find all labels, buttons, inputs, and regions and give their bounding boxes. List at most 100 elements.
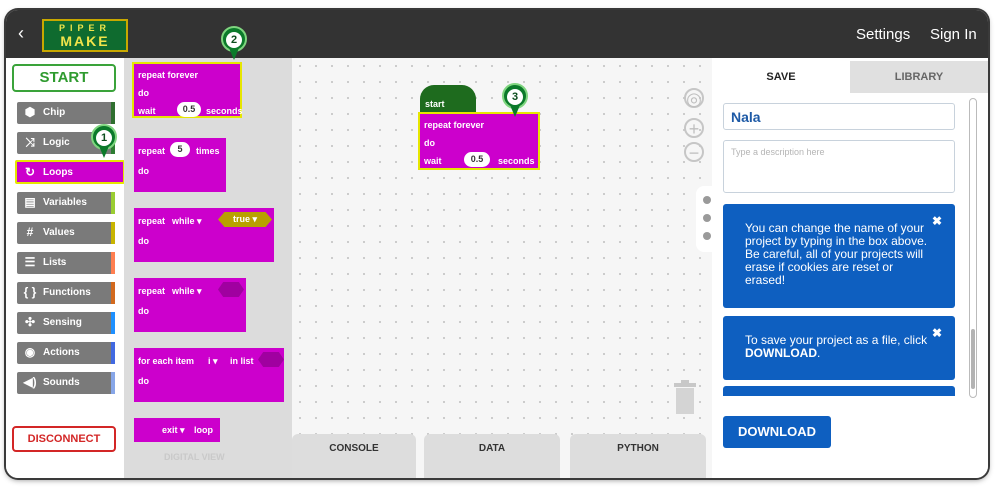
category-sidebar: START ⬢ Chip ⤨ Logic ↻ Loops ▤ Variables…	[6, 58, 125, 478]
project-panel: SAVE LIBRARY Nala Type a description her…	[712, 58, 988, 478]
flyout-for-each-block[interactable]: for each item i ▾ in list do	[134, 348, 284, 402]
category-label: Functions	[43, 287, 91, 298]
category-color-stripe	[111, 372, 115, 394]
download-button[interactable]: DOWNLOAD	[723, 416, 831, 448]
list-slot[interactable]	[258, 352, 284, 367]
category-variables[interactable]: ▤ Variables	[17, 192, 115, 214]
flyout-repeat-while-true-block[interactable]: repeat while ▾ true ▾ do	[134, 208, 274, 262]
target-icon: ◉	[24, 345, 36, 359]
annotation-marker-2: 2	[221, 26, 247, 62]
zoom-out-icon[interactable]: −	[684, 142, 704, 162]
category-loops[interactable]: ↻ Loops	[15, 160, 125, 184]
category-label: Chip	[43, 107, 66, 118]
empty-condition-slot[interactable]	[218, 282, 244, 297]
disconnect-button[interactable]: DISCONNECT	[12, 426, 116, 452]
message-text-prefix: To save your project as a file, click	[745, 333, 928, 347]
category-color-stripe	[111, 192, 115, 214]
block-label: loop	[194, 425, 213, 435]
message-text: To save your project as a file, click DO…	[745, 334, 929, 360]
info-message-download: To save your project as a file, click DO…	[723, 316, 955, 380]
workspace-repeat-forever-block[interactable]: repeat forever do wait 0.5 seconds	[418, 112, 540, 170]
recenter-icon[interactable]: ◎	[684, 88, 704, 108]
tab-library[interactable]: LIBRARY	[850, 61, 988, 93]
true-boolean-dropdown[interactable]: true ▾	[218, 212, 272, 227]
repeat-count-input[interactable]: 5	[170, 142, 190, 157]
message-text-suffix: .	[817, 346, 821, 360]
wait-seconds-input[interactable]: 0.5	[177, 102, 201, 117]
zoom-in-icon[interactable]: +	[684, 118, 704, 138]
shuffle-icon: ⤨	[25, 135, 35, 149]
category-label: Sounds	[43, 377, 80, 388]
category-label: Lists	[43, 257, 67, 268]
hexagon-icon: ⬢	[24, 105, 36, 119]
block-label: do	[138, 166, 149, 176]
close-icon[interactable]: ✖	[931, 326, 942, 340]
block-label: do	[138, 306, 149, 316]
logo-text-top: PIPER	[58, 23, 111, 33]
info-message-name: You can change the name of your project …	[723, 204, 955, 308]
category-values[interactable]: # Values	[17, 222, 115, 244]
block-label: repeat forever	[424, 120, 485, 130]
start-button[interactable]: START	[12, 64, 116, 92]
block-label: do	[138, 88, 149, 98]
block-label: do	[138, 376, 149, 386]
category-color-stripe	[111, 312, 115, 334]
top-bar: ‹ PIPER MAKE Settings Sign In	[6, 10, 988, 58]
item-variable-dropdown[interactable]: i ▾	[208, 356, 218, 366]
block-label: seconds	[498, 156, 535, 166]
block-label: start	[425, 99, 445, 109]
hash-icon: #	[26, 225, 34, 239]
flyout-repeat-while-block[interactable]: repeat while ▾ do	[134, 278, 246, 332]
annotation-marker-3: 3	[502, 83, 528, 119]
code-workspace[interactable]: start repeat forever do wait 0.5 seconds…	[292, 58, 712, 478]
block-label: repeat	[138, 146, 166, 156]
tab-python[interactable]: PYTHON	[570, 434, 706, 478]
category-actions[interactable]: ◉ Actions	[17, 342, 115, 364]
category-chip[interactable]: ⬢ Chip	[17, 102, 115, 124]
category-sounds[interactable]: ◀) Sounds	[17, 372, 115, 394]
project-description-input[interactable]: Type a description here	[723, 140, 955, 193]
loop-icon: ↻	[24, 165, 36, 179]
category-sensing[interactable]: ✣ Sensing	[17, 312, 115, 334]
panel-scrollbar[interactable]	[969, 98, 977, 398]
marker-number: 3	[507, 89, 523, 105]
category-color-stripe	[111, 282, 115, 304]
handle-dot	[703, 232, 711, 240]
block-label: for each item	[138, 356, 195, 366]
annotation-marker-1: 1	[91, 124, 117, 160]
while-dropdown[interactable]: while ▾	[172, 216, 202, 226]
settings-link[interactable]: Settings	[856, 26, 911, 43]
message-text-bold: DOWNLOAD	[745, 346, 817, 360]
piper-make-logo[interactable]: PIPER MAKE	[42, 19, 128, 52]
tab-data[interactable]: DATA	[424, 434, 560, 478]
project-name-input[interactable]: Nala	[723, 103, 955, 130]
exit-dropdown[interactable]: exit ▾	[162, 425, 185, 435]
category-lists[interactable]: ☰ Lists	[17, 252, 115, 274]
block-label: wait	[138, 106, 156, 116]
variable-box-icon: ▤	[24, 195, 36, 209]
start-event-block[interactable]: start	[420, 85, 476, 117]
close-icon[interactable]: ✖	[931, 214, 942, 228]
wait-seconds-input[interactable]: 0.5	[464, 152, 490, 167]
block-label: wait	[424, 156, 442, 166]
category-label: Values	[43, 227, 75, 238]
flyout-repeat-times-block[interactable]: repeat 5 times do	[134, 138, 226, 192]
tab-console[interactable]: CONSOLE	[292, 434, 416, 478]
trash-icon[interactable]	[672, 380, 698, 414]
info-message-partial	[723, 386, 955, 396]
flyout-exit-loop-block[interactable]: exit ▾ loop	[134, 418, 220, 442]
tab-save[interactable]: SAVE	[712, 61, 850, 93]
hidden-tab-label: DIGITAL VIEW	[164, 452, 225, 462]
category-label: Loops	[43, 167, 73, 178]
list-icon: ☰	[24, 255, 36, 269]
sensor-icon: ✣	[24, 315, 36, 329]
while-dropdown[interactable]: while ▾	[172, 286, 202, 296]
blocks-flyout: repeat forever do wait 0.5 seconds repea…	[124, 58, 292, 478]
flyout-repeat-forever-block[interactable]: repeat forever do wait 0.5 seconds	[132, 62, 243, 118]
category-label: Variables	[43, 197, 87, 208]
back-chevron-icon[interactable]: ‹	[18, 23, 24, 43]
sign-in-link[interactable]: Sign In	[930, 26, 977, 43]
category-color-stripe	[111, 102, 115, 124]
category-functions[interactable]: { } Functions	[17, 282, 115, 304]
scrollbar-thumb[interactable]	[971, 329, 975, 389]
